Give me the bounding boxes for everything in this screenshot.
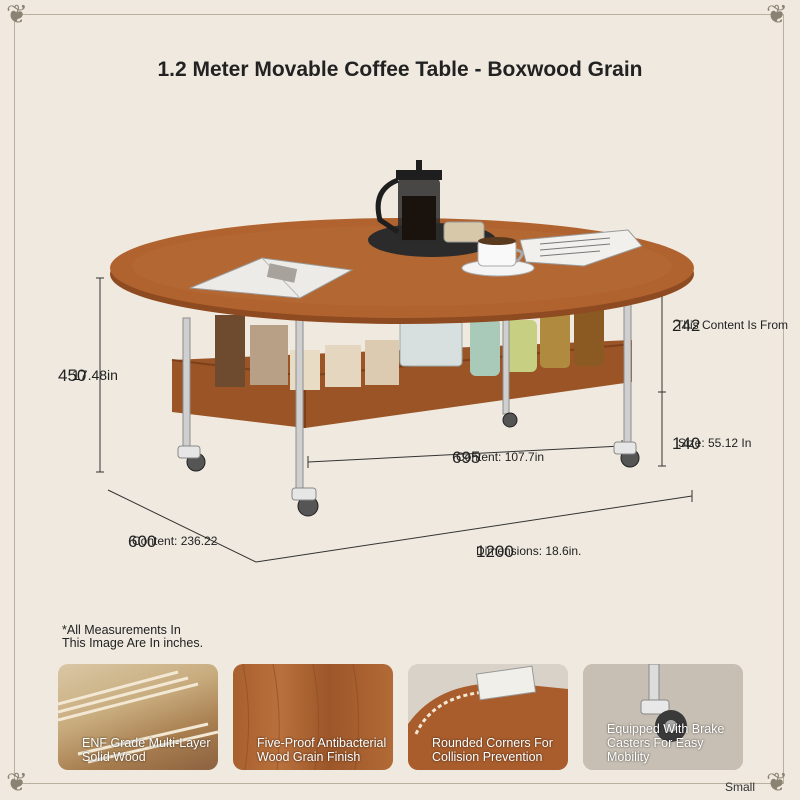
measurement-note: *All Measurements In This Image Are In i… (62, 623, 204, 650)
inner-width-dimension-label: 695 (452, 448, 481, 467)
depth-dimension-label: 600 (128, 532, 157, 551)
corner-ornament-icon: ❦ (6, 768, 28, 798)
length-overlay-text: Dimensions: 18.6in. (476, 544, 582, 558)
size-label: Small (725, 780, 756, 794)
upper-gap-overlay-text: This Content Is From (676, 318, 789, 332)
product-title: 1.2 Meter Movable Coffee Table - Boxwood… (157, 58, 643, 81)
corner-ornament-icon: ❦ (766, 0, 788, 30)
wood-grain-icon (242, 664, 360, 770)
lower-gap-overlay-text: Size: 55.12 In (678, 436, 752, 450)
plywood-layers-icon (58, 670, 218, 764)
inner-width-overlay-text: Content: 107.7in (456, 450, 545, 464)
caster-wheel-icon (583, 664, 743, 770)
rounded-corner-icon (408, 665, 568, 770)
dimension-lines (96, 277, 693, 563)
length-dimension-label: 1200 (476, 542, 514, 561)
depth-overlay-text: Content: 236.22 (132, 534, 218, 548)
decorative-frame (14, 14, 784, 784)
lower-gap-dimension-label: 140 (672, 434, 701, 453)
upper-gap-dimension-label: 242 (672, 316, 701, 335)
corner-ornament-icon: ❦ (766, 768, 788, 798)
corner-ornament-icon: ❦ (6, 0, 28, 30)
